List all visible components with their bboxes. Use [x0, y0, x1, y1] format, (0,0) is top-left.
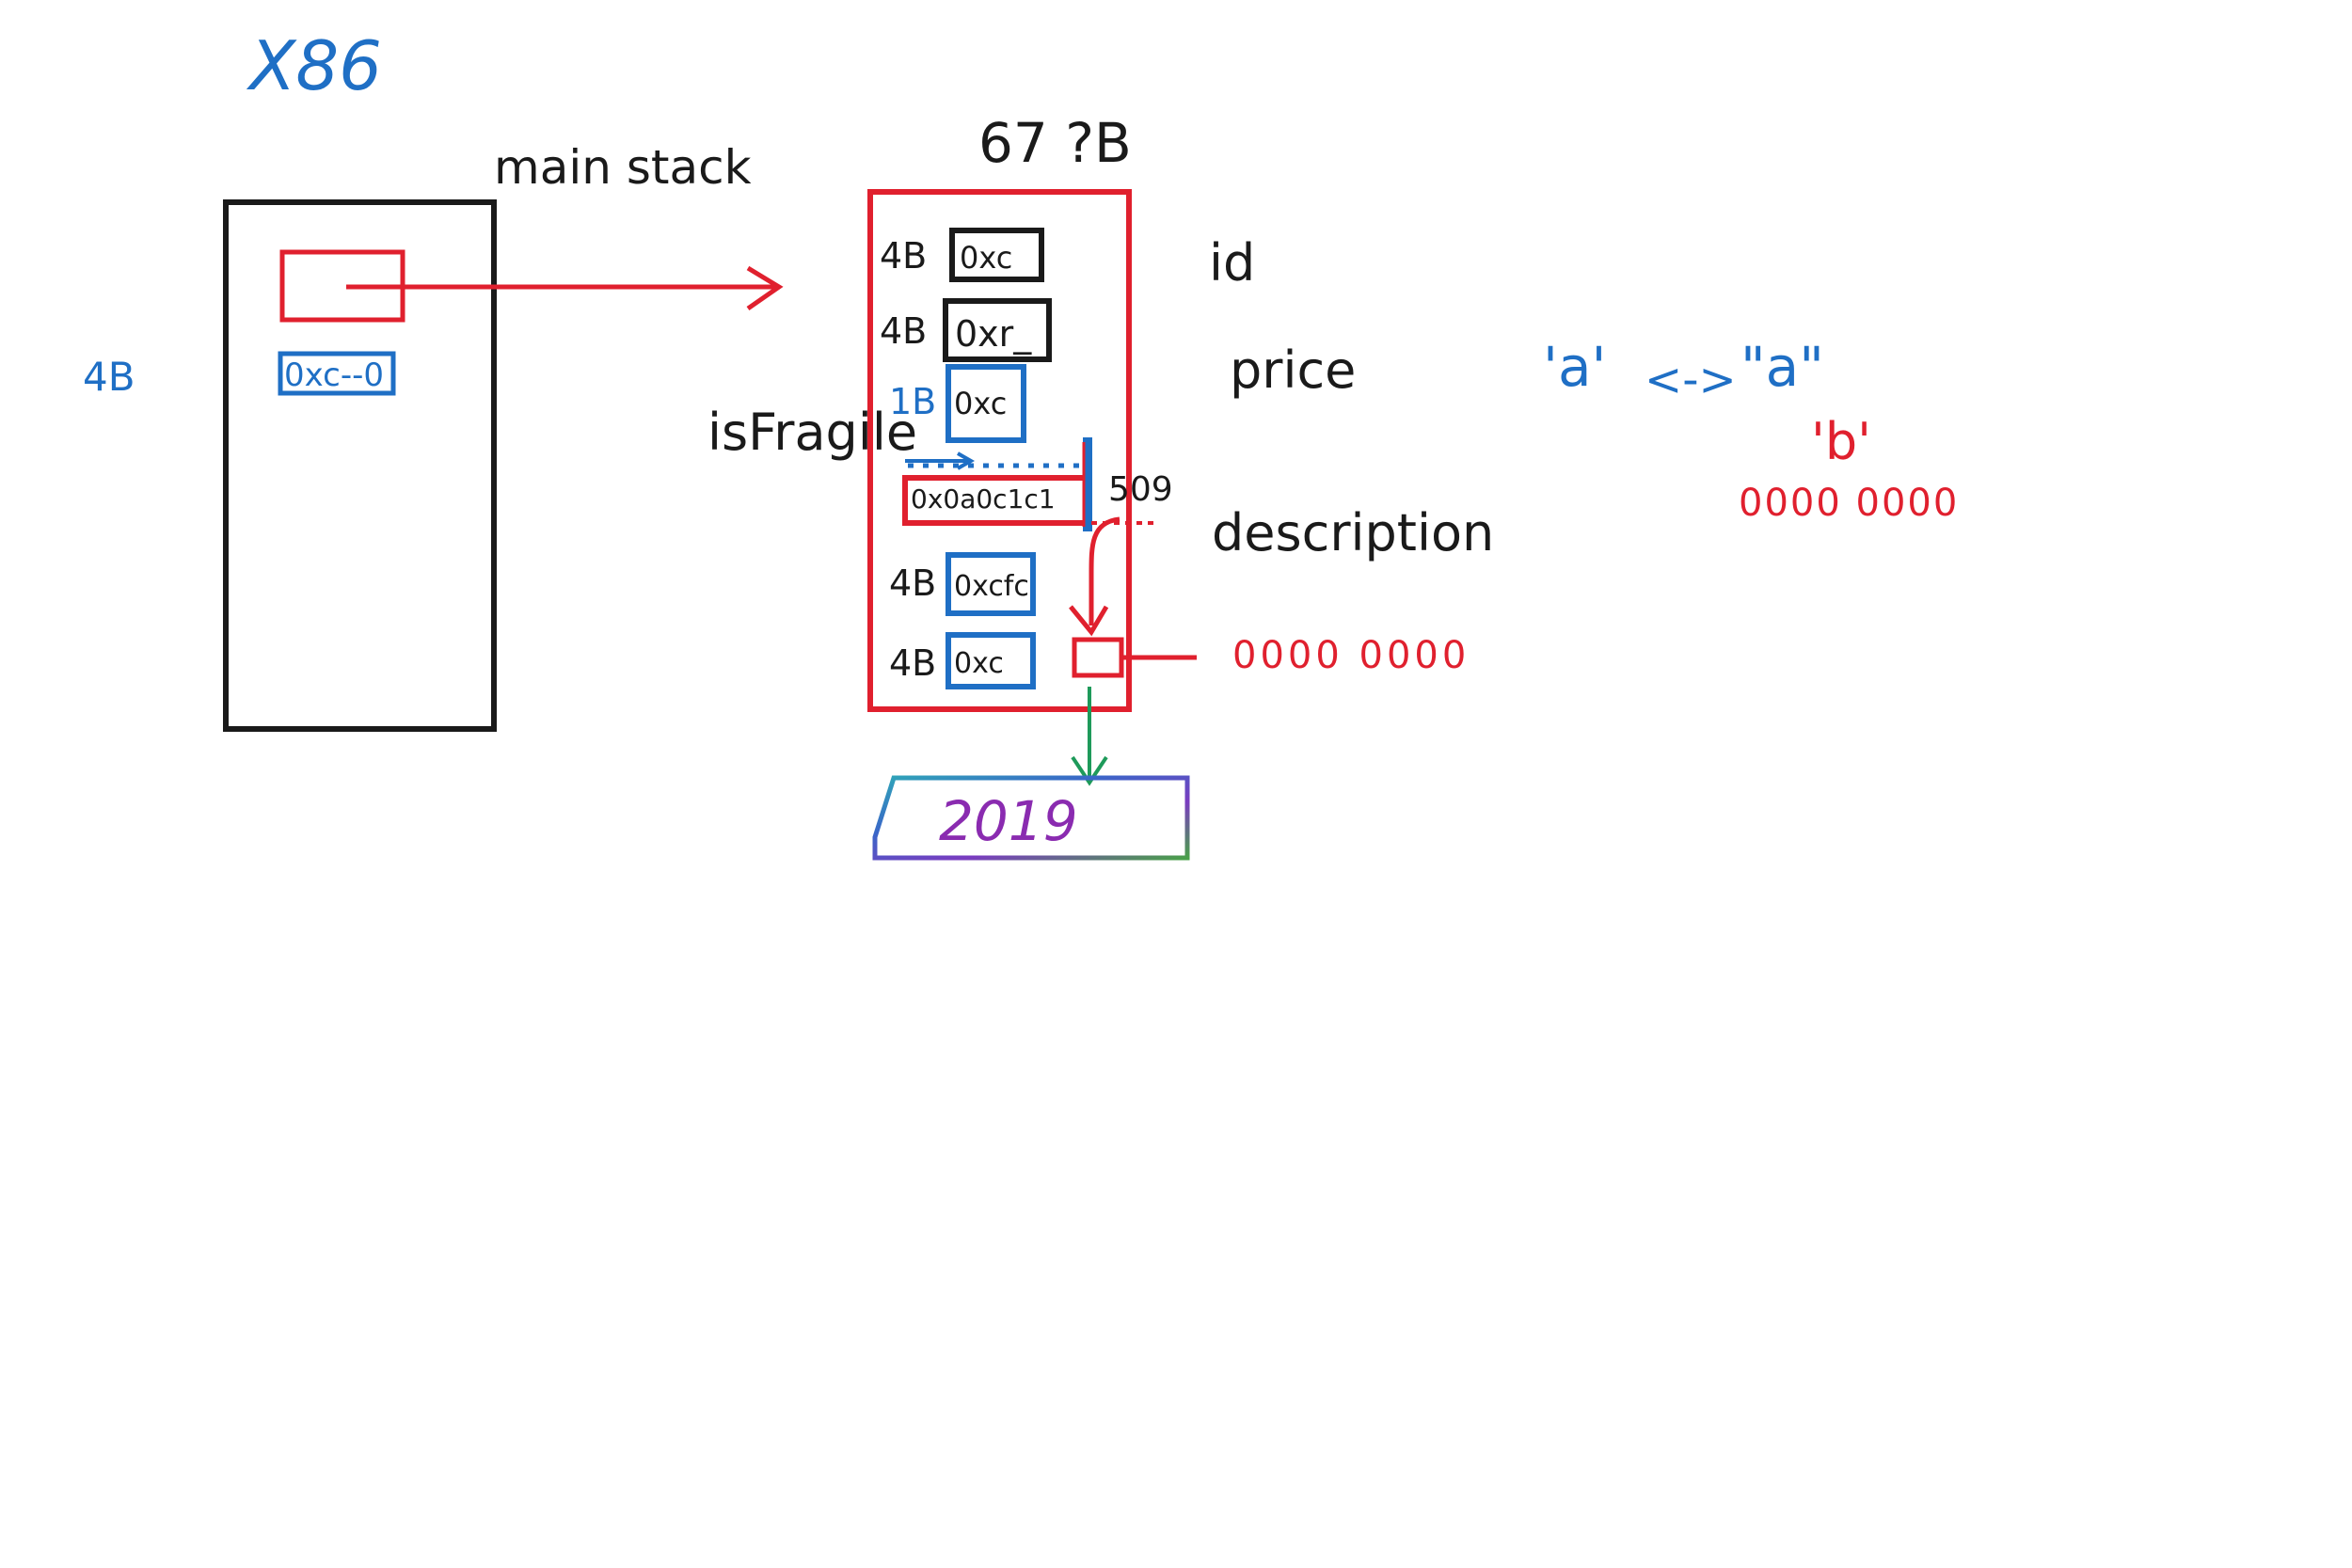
- pointer-arrow-head: [746, 265, 784, 311]
- size-label-left: 4B: [83, 354, 135, 400]
- field-value: 0xr_: [955, 313, 1032, 355]
- field-row-5: 4B 0xcfc: [889, 552, 1036, 616]
- field-cell: [946, 632, 1036, 689]
- field-row-price: 4B 0xr_: [880, 298, 1052, 362]
- field-row-isfragile: 1B 0xc: [889, 364, 1026, 443]
- char-double-label: "a": [1740, 335, 1824, 399]
- arch-label: X86: [246, 26, 382, 105]
- description-pointer-curve: [1089, 516, 1120, 626]
- rainbow-text: 2019: [939, 789, 1078, 853]
- field-size: 4B: [880, 235, 927, 277]
- description-pointer-head: [1069, 605, 1109, 637]
- field-cell: [949, 228, 1044, 282]
- field-cell: [946, 364, 1026, 443]
- red-bytes-bottom: 0000 0000: [1232, 634, 1470, 677]
- padding-arrow-blue: [905, 451, 976, 470]
- field-size: 4B: [889, 642, 936, 684]
- field-name-price: price: [1230, 341, 1356, 400]
- main-stack-box: [223, 199, 497, 732]
- rainbow-box: [872, 775, 1190, 861]
- field-name-description: description: [1212, 503, 1494, 562]
- field-value: 0x0a0c1c1: [911, 483, 1056, 515]
- char-single-label: 'a': [1543, 335, 1606, 399]
- object-size-label: 67 ?B: [978, 111, 1132, 175]
- field-value: 0xc: [954, 647, 1004, 680]
- field-value: 0xc: [960, 240, 1012, 276]
- char-b-label: 'b': [1811, 412, 1871, 471]
- field-row-padding: 0x0a0c1c1 509: [902, 437, 1173, 637]
- stack-blue-cell: [278, 351, 396, 396]
- arrow-both-label: <->: [1645, 354, 1737, 406]
- stack-blue-cell-text: 0xc--0: [284, 356, 384, 394]
- isfragile-label: isFragile: [707, 403, 917, 462]
- field-row-6: 4B 0xc: [889, 632, 1036, 689]
- field-size: 4B: [889, 562, 936, 604]
- field-cell: [946, 552, 1036, 616]
- field-size: 1B: [889, 381, 936, 422]
- description-target-box: [1072, 637, 1124, 678]
- field-cell: [943, 298, 1052, 362]
- field-name-id: id: [1209, 233, 1255, 293]
- green-arrow-head: [1071, 755, 1108, 786]
- field-size: 4B: [880, 310, 927, 352]
- main-stack-label: main stack: [494, 140, 752, 195]
- field-row-id: 4B 0xc: [880, 228, 1044, 282]
- field-value: 0xcfc: [954, 570, 1029, 603]
- object-box: [867, 189, 1132, 712]
- red-bytes-right: 0000 0000: [1739, 482, 1959, 525]
- fragile-row-tail: 509: [1108, 470, 1173, 509]
- field-value: 0xc: [954, 386, 1007, 421]
